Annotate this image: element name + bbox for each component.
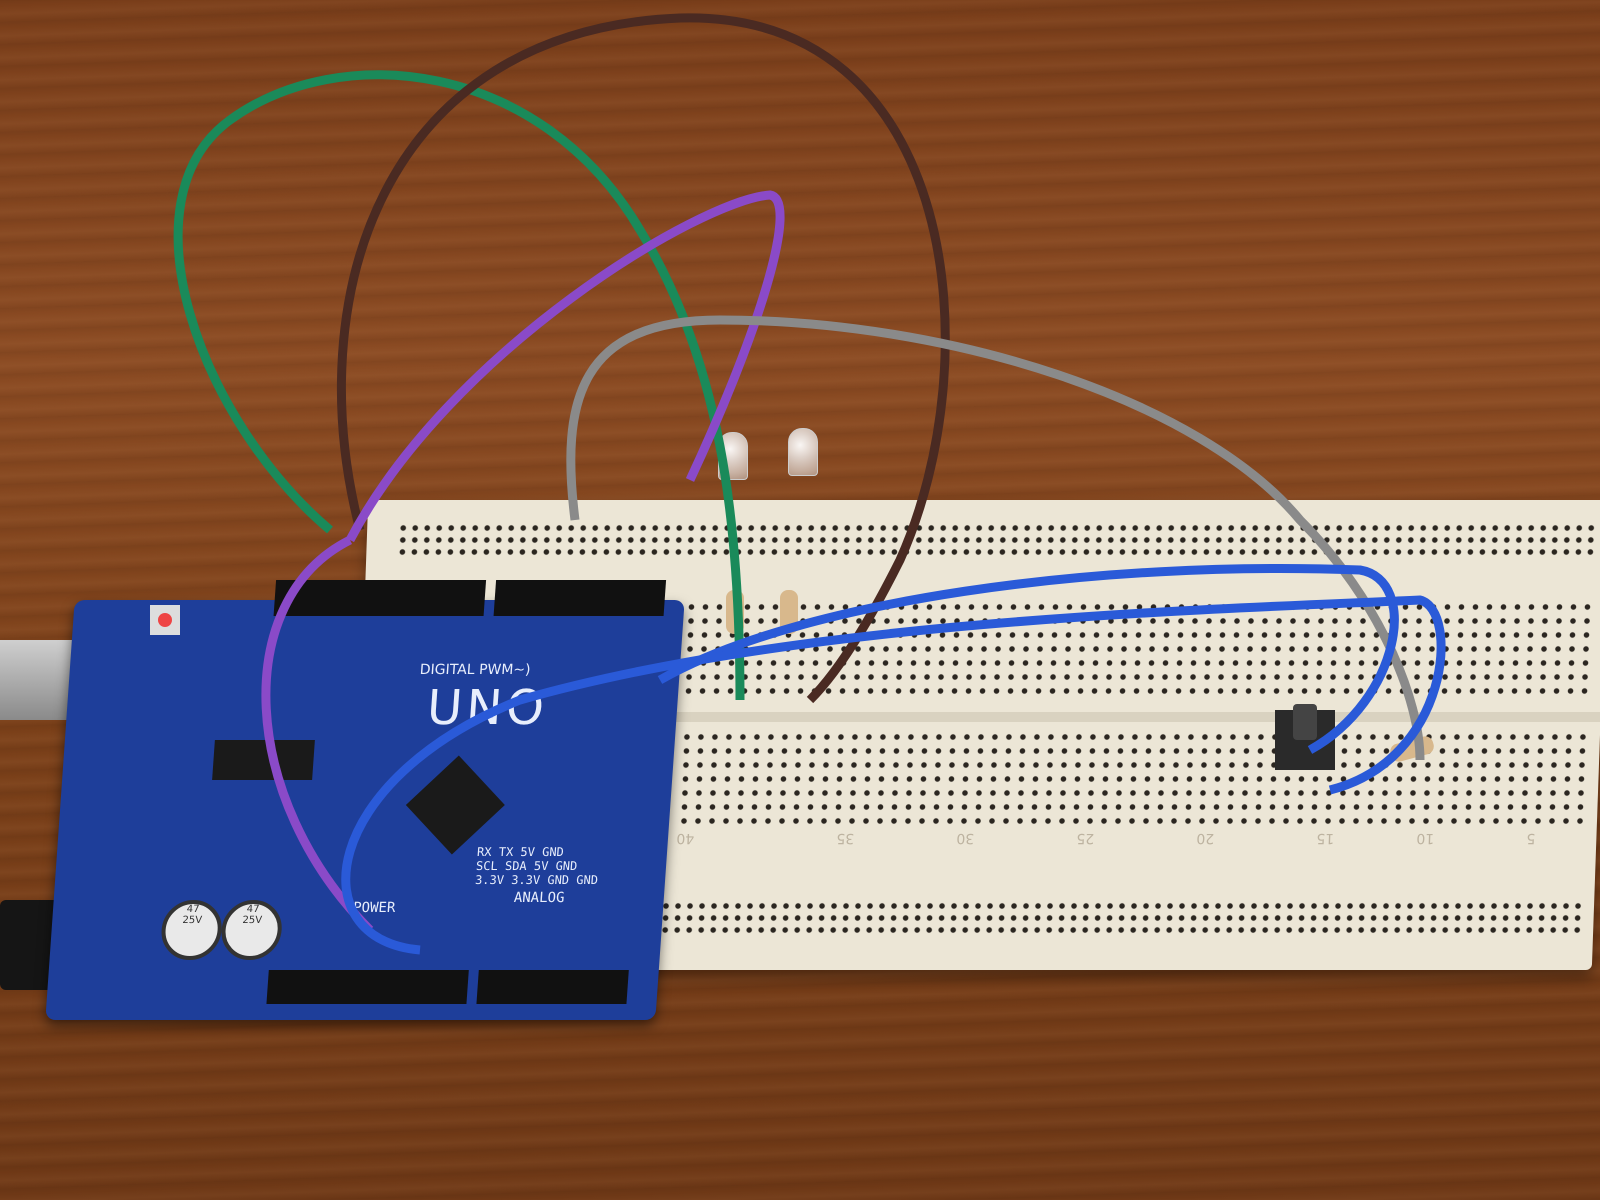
wire-blue-2 bbox=[341, 595, 1446, 955]
reset-button bbox=[150, 605, 180, 635]
wire-gray bbox=[566, 315, 1425, 761]
pushbutton bbox=[1275, 704, 1335, 770]
wire-green bbox=[173, 70, 745, 701]
wire-blue-1 bbox=[657, 564, 1399, 754]
wire-brown bbox=[336, 13, 950, 704]
led-clear-2 bbox=[788, 428, 818, 476]
wire-purple bbox=[261, 190, 785, 934]
